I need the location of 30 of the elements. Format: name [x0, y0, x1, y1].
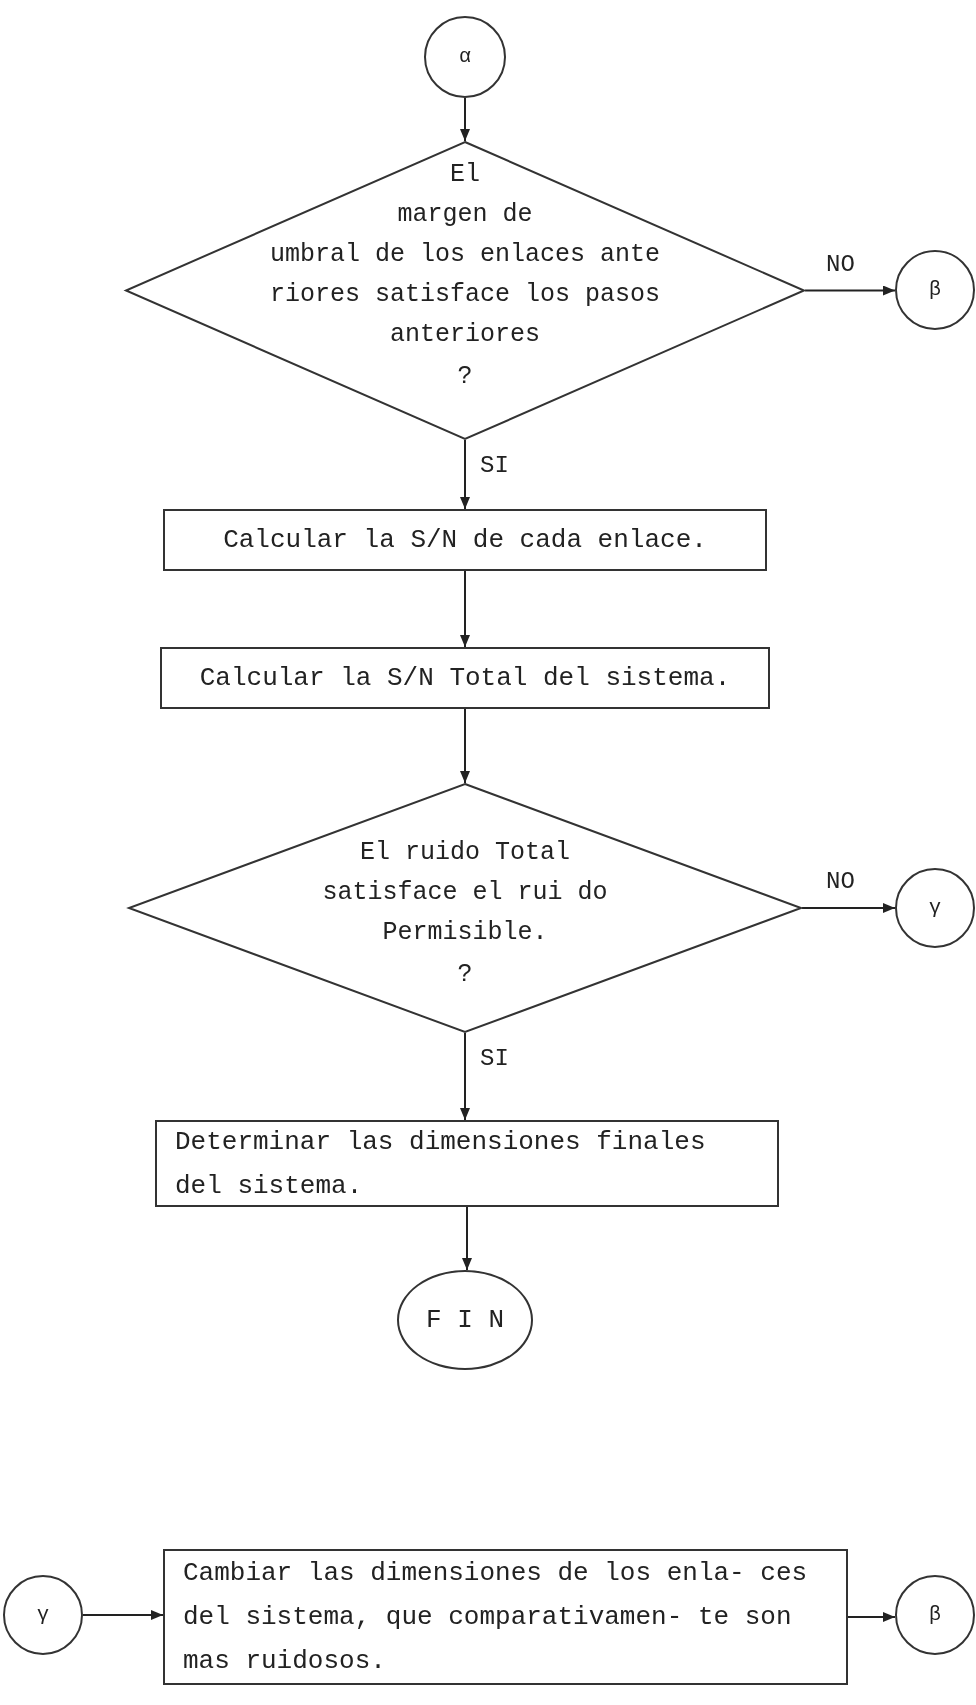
node-text: F I N [426, 1304, 504, 1337]
question-mark: ? [457, 960, 473, 989]
arrow [460, 708, 470, 784]
arrow [801, 903, 896, 913]
arrow [462, 1206, 472, 1271]
node-text: α [459, 44, 471, 70]
node-text: γ [37, 1602, 49, 1628]
node-text: El margen de umbral de los enlaces ante riores satisface los pasos anteriores [269, 160, 661, 349]
process-box [163, 1549, 848, 1685]
process-box [155, 1120, 779, 1207]
decision-diamond [128, 783, 802, 1033]
arrow [460, 439, 470, 510]
node-text: Cambiar las dimensiones de los enla- ces del sistema, que comparativamen- te son mas ruidosos. [183, 1557, 809, 1678]
arrow [460, 570, 470, 648]
node-text: β [929, 277, 941, 303]
node-text: γ [929, 895, 941, 921]
node-text: El ruido Total satisface el rui do Permisible. [322, 838, 608, 947]
node-text: Calcular la S/N Total del sistema. [199, 662, 731, 695]
node-text: Calcular la S/N de cada enlace. [223, 524, 707, 557]
arrow [460, 97, 470, 142]
arrow [804, 285, 896, 296]
arrow [460, 1032, 470, 1121]
process-box [160, 647, 770, 709]
process-box [163, 509, 767, 571]
arrow [847, 1612, 896, 1622]
node-text: β [929, 1602, 941, 1628]
arrow [82, 1610, 164, 1620]
question-mark: ? [457, 362, 473, 391]
node-text: Determinar las dimensiones finales del sistema. [175, 1125, 707, 1203]
decision-diamond [125, 141, 805, 440]
